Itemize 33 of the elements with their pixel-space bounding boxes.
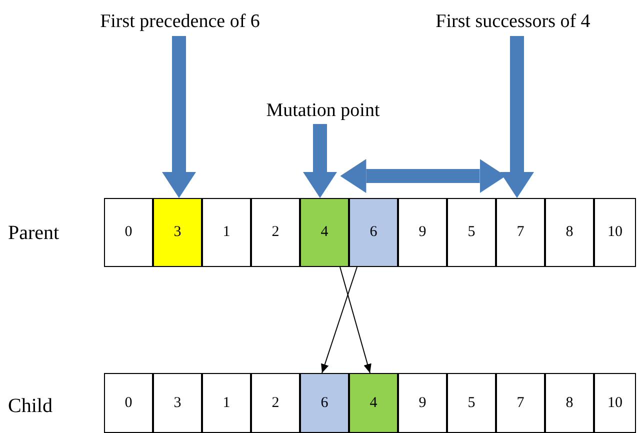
gene-cell: 4 xyxy=(300,198,349,267)
row-label: Parent xyxy=(8,222,60,245)
gene-cell: 1 xyxy=(202,373,251,433)
annotation-text: First precedence of 6 xyxy=(80,8,280,36)
gene-cell: 8 xyxy=(545,373,594,433)
gene-cell: 9 xyxy=(398,198,447,267)
gene-cell: 7 xyxy=(496,198,545,267)
gene-cell: 3 xyxy=(153,373,202,433)
gene-cell: 8 xyxy=(545,198,594,267)
arrow xyxy=(340,266,372,374)
gene-cell: 1 xyxy=(202,198,251,267)
block-arrow xyxy=(303,124,337,198)
gene-cell: 4 xyxy=(349,373,398,433)
annotation-text: Mutation point xyxy=(248,98,398,124)
block-arrow xyxy=(500,36,534,198)
gene-cell: 9 xyxy=(398,373,447,433)
block-arrow xyxy=(162,36,196,198)
gene-cell: 5 xyxy=(447,373,496,433)
arrow xyxy=(321,266,358,374)
gene-cell: 10 xyxy=(594,373,636,433)
row-label: Child xyxy=(8,395,52,418)
gene-cell: 0 xyxy=(104,198,153,267)
annotation-text: First successors of 4 xyxy=(418,8,608,36)
gene-cell: 7 xyxy=(496,373,545,433)
gene-cell: 6 xyxy=(300,373,349,433)
gene-cell: 3 xyxy=(153,198,202,267)
gene-cell: 2 xyxy=(251,373,300,433)
gene-cell: 0 xyxy=(104,373,153,433)
gene-cell: 5 xyxy=(447,198,496,267)
block-arrow xyxy=(340,159,506,193)
gene-cell: 2 xyxy=(251,198,300,267)
gene-cell: 6 xyxy=(349,198,398,267)
gene-cell: 10 xyxy=(594,198,636,267)
